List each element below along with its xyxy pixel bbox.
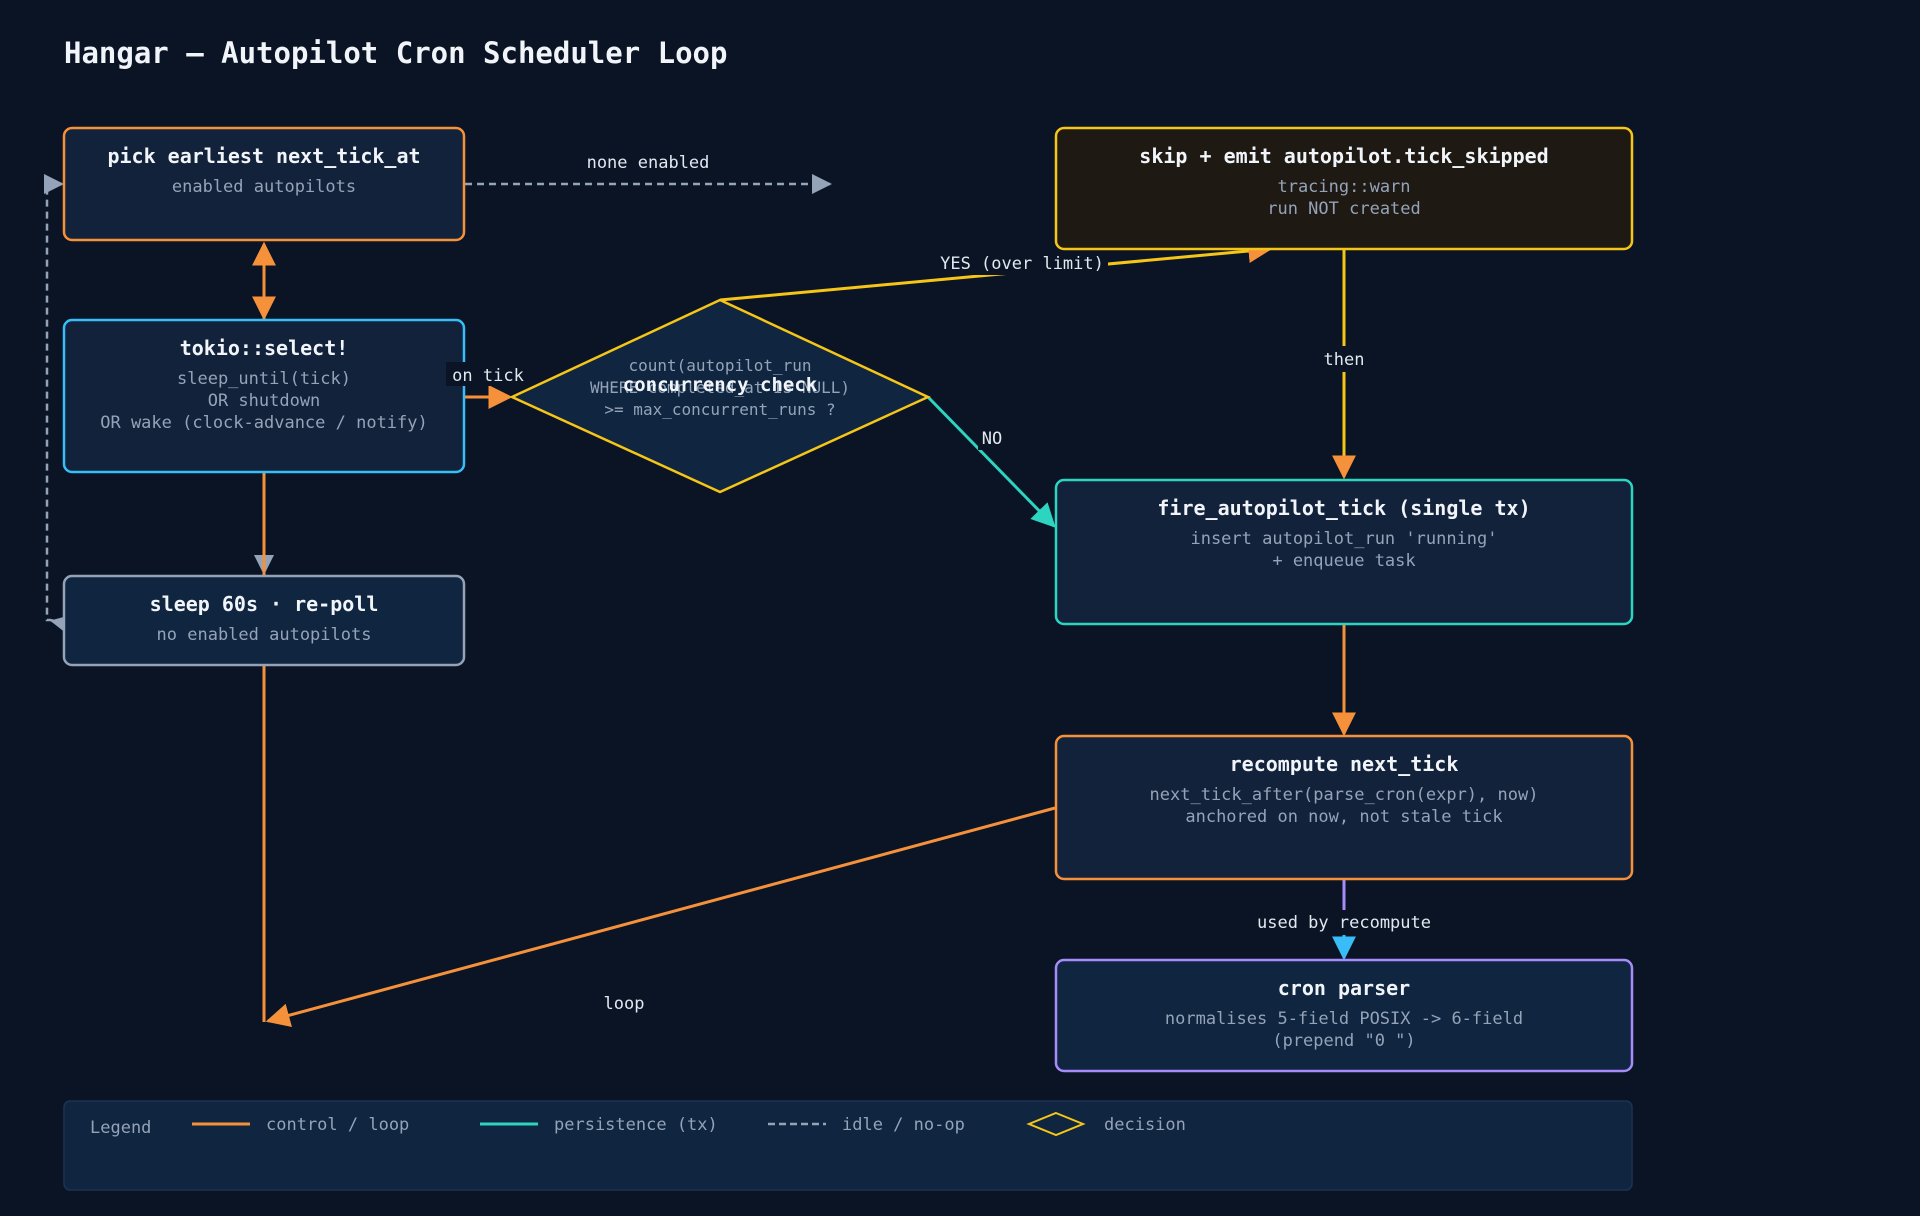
label-none-enabled: none enabled bbox=[587, 153, 710, 173]
legend-swatch-decision bbox=[1026, 1111, 1086, 1137]
node-recompute-sub-1: next_tick_after(parse_cron(expr), now) bbox=[1150, 785, 1539, 805]
legend-label-persistence: persistence (tx) bbox=[554, 1115, 718, 1135]
node-skip: skip + emit autopilot.tick_skipped traci… bbox=[1054, 126, 1634, 251]
node-parser-title: cron parser bbox=[1278, 976, 1410, 1000]
node-pick-title: pick earliest next_tick_at bbox=[107, 144, 420, 168]
edge-no bbox=[926, 395, 1056, 528]
node-recompute: recompute next_tick next_tick_after(pars… bbox=[1054, 734, 1634, 881]
node-parser-sub-1: normalises 5-field POSIX -> 6-field bbox=[1165, 1009, 1523, 1029]
node-concurrency-sub-3: >= max_concurrent_runs ? bbox=[604, 400, 835, 419]
node-recompute-title: recompute next_tick bbox=[1230, 752, 1459, 776]
label-loop: loop bbox=[604, 994, 645, 1014]
legend: Legend control / loop persistence (tx) i… bbox=[63, 1100, 1633, 1191]
node-select-sub-1: sleep_until(tick) bbox=[177, 369, 351, 389]
legend-title: Legend bbox=[90, 1118, 151, 1138]
node-select-title: tokio::select! bbox=[180, 336, 349, 360]
node-skip-sub-2: run NOT created bbox=[1267, 199, 1421, 219]
node-select: tokio::select! sleep_until(tick) OR shut… bbox=[62, 318, 466, 474]
node-select-sub-3: OR wake (clock-advance / notify) bbox=[100, 413, 428, 433]
node-parser: cron parser normalises 5-field POSIX -> … bbox=[1054, 958, 1634, 1073]
node-skip-sub-1: tracing::warn bbox=[1277, 177, 1410, 197]
node-parser-sub-2: (prepend "0 ") bbox=[1272, 1031, 1415, 1051]
node-pick: pick earliest next_tick_at enabled autop… bbox=[62, 126, 466, 242]
node-pick-sub: enabled autopilots bbox=[172, 177, 356, 197]
node-sleep-sub: no enabled autopilots bbox=[157, 625, 372, 645]
label-used-by: used by recompute bbox=[1257, 913, 1431, 933]
label-no: NO bbox=[982, 429, 1002, 449]
legend-label-control: control / loop bbox=[266, 1115, 409, 1135]
label-on-tick: on tick bbox=[452, 366, 524, 386]
label-then: then bbox=[1324, 350, 1365, 370]
label-yes: YES (over limit) bbox=[940, 254, 1104, 274]
node-concurrency-sub-2: WHERE completed_at IS NULL) bbox=[590, 378, 850, 397]
legend-label-decision: decision bbox=[1104, 1115, 1186, 1135]
legend-label-idle: idle / no-op bbox=[842, 1115, 965, 1135]
node-recompute-sub-2: anchored on now, not stale tick bbox=[1185, 807, 1502, 827]
node-fire-title: fire_autopilot_tick (single tx) bbox=[1157, 496, 1530, 520]
page-title: Hangar — Autopilot Cron Scheduler Loop bbox=[64, 36, 727, 70]
node-fire: fire_autopilot_tick (single tx) insert a… bbox=[1054, 478, 1634, 626]
edge-recompute-loop bbox=[265, 806, 1056, 1027]
node-select-sub-2: OR shutdown bbox=[208, 391, 321, 411]
node-sleep-title: sleep 60s · re-poll bbox=[150, 592, 379, 616]
node-fire-sub-1: insert autopilot_run 'running' bbox=[1190, 529, 1497, 549]
node-concurrency-title: concurrency check bbox=[623, 374, 818, 396]
node-fire-sub-2: + enqueue task bbox=[1272, 551, 1415, 571]
node-sleep: sleep 60s · re-poll no enabled autopilot… bbox=[62, 574, 466, 667]
node-concurrency-sub-1: count(autopilot_run bbox=[628, 356, 811, 375]
node-skip-title: skip + emit autopilot.tick_skipped bbox=[1139, 144, 1548, 168]
node-concurrency: count(autopilot_run WHERE completed_at I… bbox=[509, 298, 931, 494]
